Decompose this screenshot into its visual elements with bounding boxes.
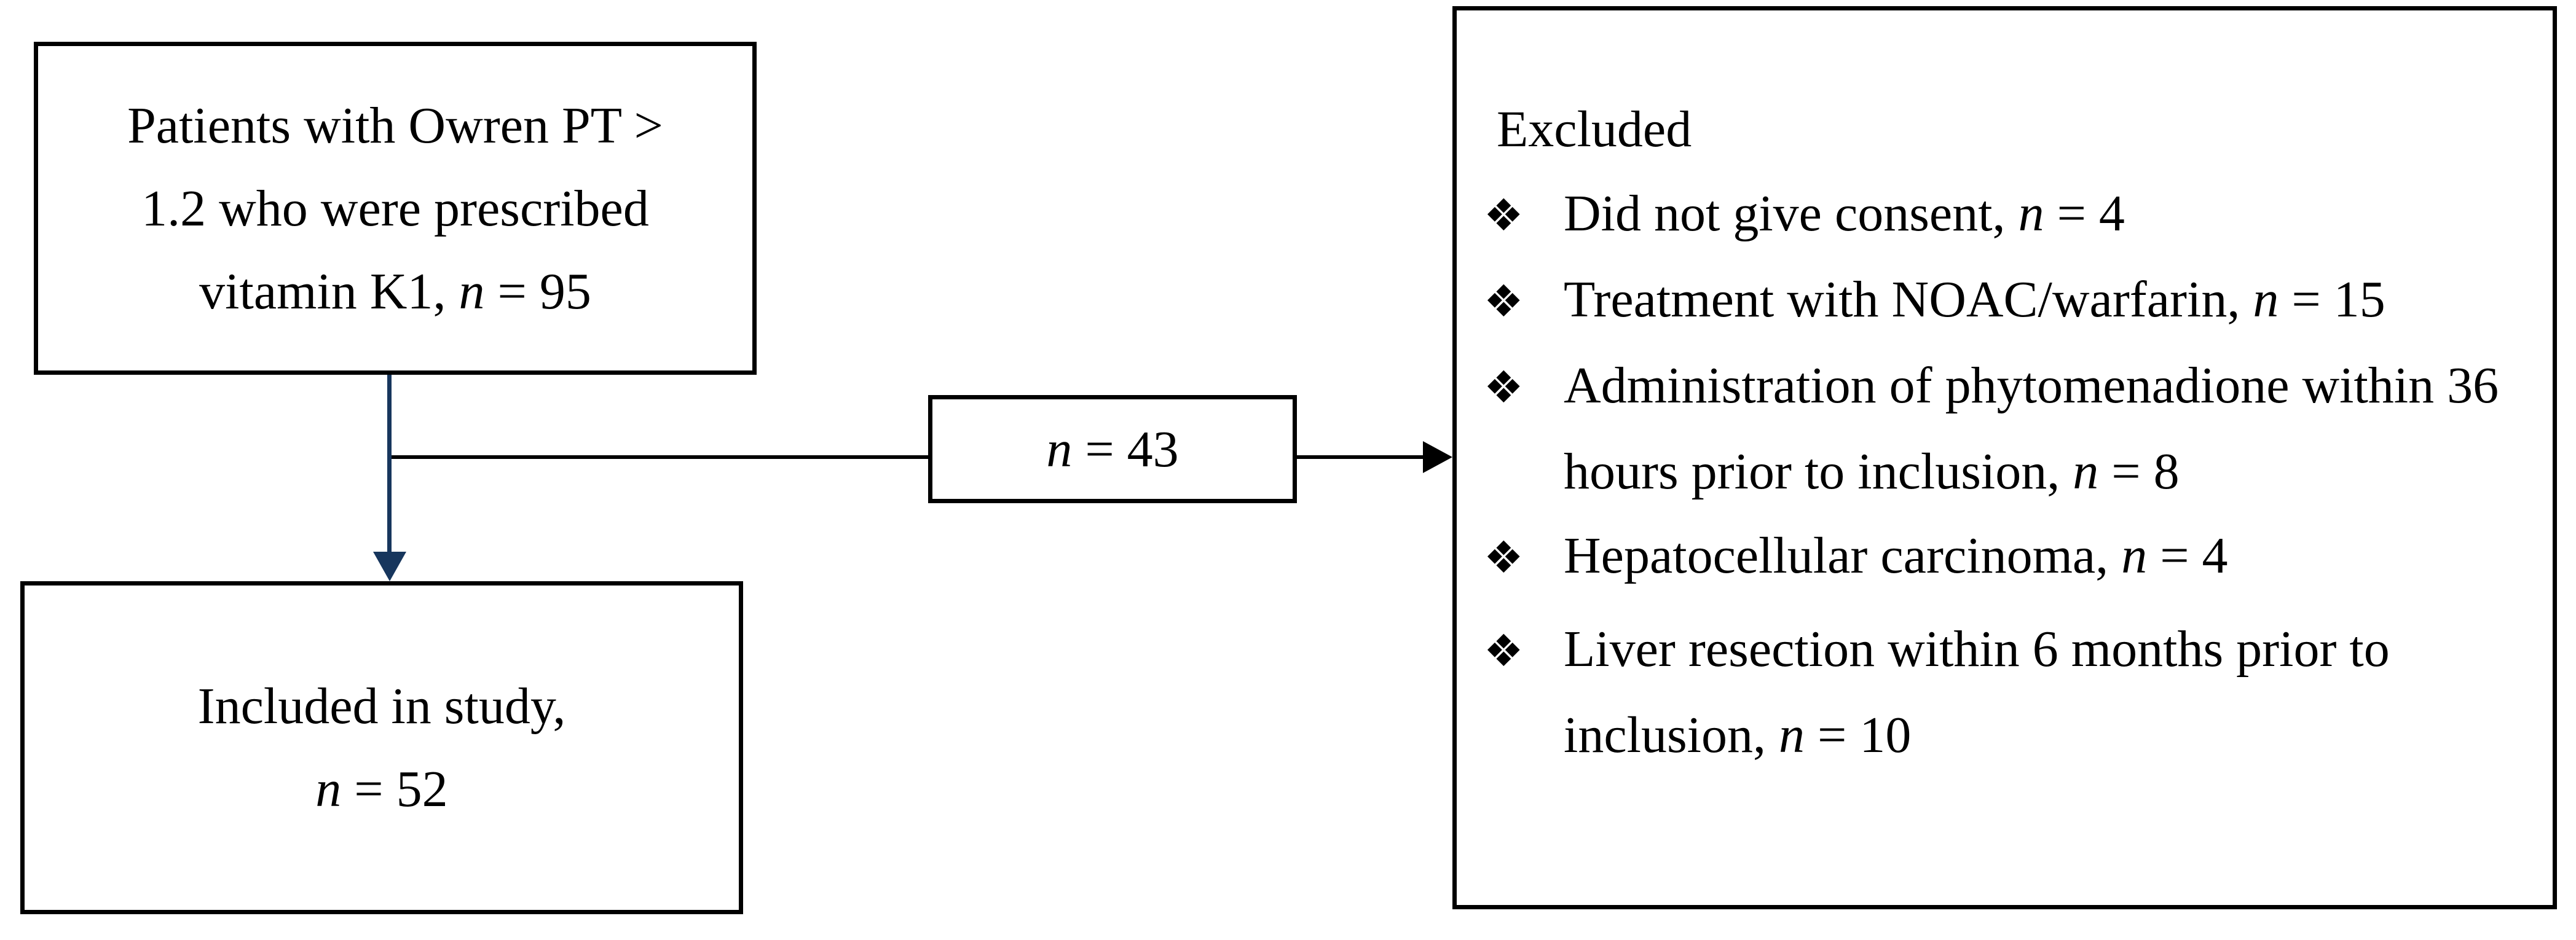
node-excluded-content: Excluded ❖ Did not give consent, n = 4 ❖ T… xyxy=(1457,10,2553,777)
text-segment: = 43 xyxy=(1072,420,1179,478)
text-segment: = 4 xyxy=(2044,185,2125,242)
text-segment: = 4 xyxy=(2147,527,2228,584)
n-variable: n xyxy=(459,262,485,320)
diamond-bullet-icon: ❖ xyxy=(1484,275,1524,327)
n-variable: n xyxy=(2253,271,2279,328)
text-line: Patients with Owren PT > xyxy=(127,84,663,167)
node-excluded-count-text: n = 43 xyxy=(1046,408,1178,491)
text-line: n = 52 xyxy=(198,748,566,831)
connector-patients-to-count-line xyxy=(392,455,928,459)
excluded-list-item: ❖ Administration of phytomenadione within… xyxy=(1484,343,2519,514)
node-patients-text: Patients with Owren PT > 1.2 who were pr… xyxy=(127,84,663,333)
diamond-bullet-icon: ❖ xyxy=(1484,361,1524,413)
text-segment: Patients with Owren PT > xyxy=(127,96,663,154)
arrow-right-head-icon xyxy=(1423,441,1452,473)
text-segment: Included in study, xyxy=(197,678,566,735)
diamond-bullet-icon: ❖ xyxy=(1484,625,1524,676)
node-excluded-count-box: n = 43 xyxy=(928,395,1297,503)
n-variable: n xyxy=(1779,707,1805,764)
text-segment: Administration of phytomenadione within … xyxy=(1564,357,2499,500)
n-variable: n xyxy=(2121,527,2148,584)
node-patients-box: Patients with Owren PT > 1.2 who were pr… xyxy=(34,42,757,375)
arrow-down-head-icon xyxy=(373,552,406,581)
arrow-patients-to-included-line xyxy=(387,375,392,553)
excluded-list-item: ❖ Treatment with NOAC/warfarin, n = 15 xyxy=(1484,257,2519,343)
text-line: vitamin K1, n = 95 xyxy=(127,250,663,333)
text-segment: = 10 xyxy=(1805,707,1912,764)
node-included-text: Included in study, n = 52 xyxy=(198,665,566,831)
text-line: 1.2 who were prescribed xyxy=(127,167,663,250)
diamond-bullet-icon: ❖ xyxy=(1484,531,1524,583)
n-variable: n xyxy=(2073,443,2099,500)
n-variable: n xyxy=(2018,185,2044,242)
excluded-title: Excluded xyxy=(1497,101,1692,158)
text-segment: Liver resection within 6 months prior to… xyxy=(1564,621,2390,764)
text-segment: Did not give consent, xyxy=(1564,185,2019,242)
n-variable: n xyxy=(315,761,342,818)
n-variable: n xyxy=(1046,420,1073,478)
excluded-list-item: ❖ Hepatocellular carcinoma, n = 4 xyxy=(1484,514,2519,600)
text-line: Included in study, xyxy=(198,665,566,748)
text-segment: 1.2 who were prescribed xyxy=(141,179,649,237)
text-segment: Treatment with NOAC/warfarin, xyxy=(1564,271,2253,328)
text-segment: Hepatocellular carcinoma, xyxy=(1564,527,2122,584)
text-segment: = 95 xyxy=(484,262,591,320)
excluded-list-item: ❖ Liver resection within 6 months prior t… xyxy=(1484,607,2519,777)
node-excluded-box: Excluded ❖ Did not give consent, n = 4 ❖ T… xyxy=(1452,6,2557,909)
text-segment: = 8 xyxy=(2098,443,2180,500)
text-segment: = 52 xyxy=(341,761,448,818)
text-segment: vitamin K1, xyxy=(199,262,459,320)
diamond-bullet-icon: ❖ xyxy=(1484,189,1524,241)
node-included-box: Included in study, n = 52 xyxy=(20,581,743,914)
excluded-list-item: ❖ Did not give consent, n = 4 xyxy=(1484,171,2519,257)
connector-count-to-excluded-line xyxy=(1297,455,1427,459)
text-segment: = 15 xyxy=(2279,271,2385,328)
